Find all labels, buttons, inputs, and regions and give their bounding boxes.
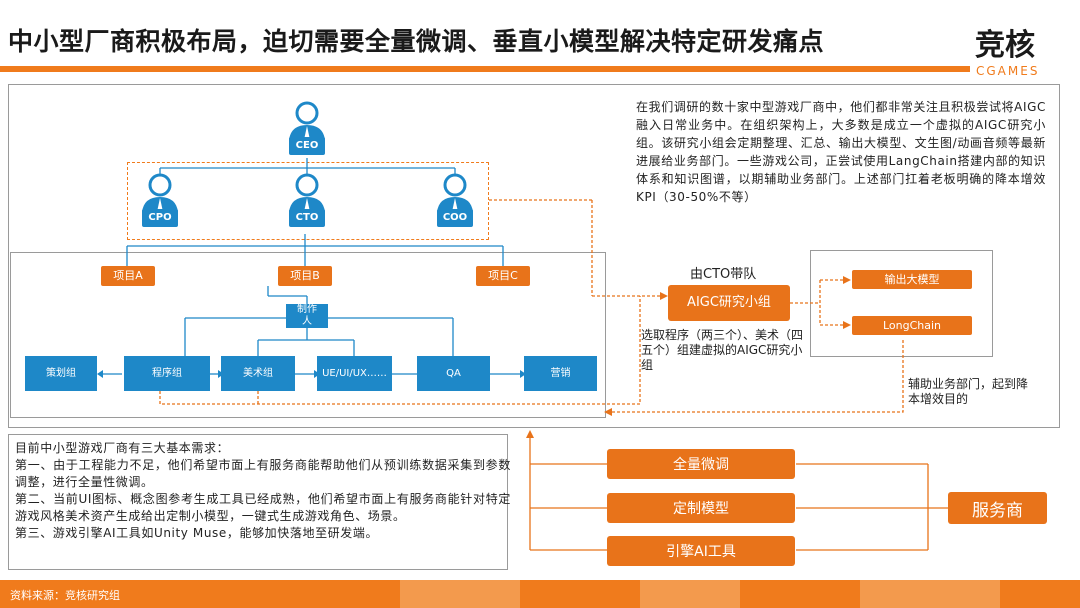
exec-label: CTO: [289, 209, 325, 227]
service-provider: 服务商: [948, 492, 1047, 524]
service-custom-model: 定制模型: [607, 493, 795, 523]
person-icon: [437, 173, 473, 212]
person-icon: [289, 173, 325, 212]
aigc-recruit-note: 选取程序（两三个）、美术（四五个）组建虚拟的AIGC研究小组: [641, 328, 804, 372]
team-programming: 程序组: [124, 356, 210, 391]
service-full-finetune: 全量微调: [607, 449, 795, 479]
research-description: 在我们调研的数十家中型游戏厂商中，他们都非常关注且积极尝试将AIGC融入日常业务…: [636, 100, 1046, 204]
exec-dashed-group: [127, 162, 489, 240]
output-langchain: LongChain: [852, 316, 972, 335]
aigc-assist-note: 辅助业务部门，起到降本增效目的: [908, 377, 1029, 406]
team-ux: UE/UI/UX……: [317, 356, 392, 391]
project-a: 项目A: [101, 266, 155, 286]
page-title: 中小型厂商积极布局，迫切需要全量微调、垂直小模型解决特定研发痛点: [8, 27, 825, 56]
logo-subtitle: CGAMES: [976, 64, 1040, 78]
output-large-model: 输出大模型: [852, 270, 972, 289]
ceo-label: CEO: [289, 137, 325, 155]
source-note: 资料来源：竞核研究组: [10, 589, 120, 602]
service-engine-ai-tools: 引擎AI工具: [607, 536, 795, 566]
exec-node-cpo: CPO: [138, 172, 182, 234]
project-c: 项目C: [476, 266, 530, 286]
need-item: 第二、当前UI图标、概念图参考生成工具已经成熟，他们希望市面上有服务商能针对特定…: [15, 492, 511, 523]
exec-label: CPO: [142, 209, 178, 227]
team-qa: QA: [417, 356, 490, 391]
exec-node-cto: CTO: [285, 172, 329, 234]
person-icon: [289, 101, 325, 140]
header-rule: [0, 66, 970, 72]
aigc-group-node: AIGC研究小组: [668, 285, 790, 321]
needs-intro: 目前中小型游戏厂商有三大基本需求：: [15, 441, 230, 455]
project-frame: [10, 252, 606, 418]
team-marketing: 营销: [524, 356, 597, 391]
team-planning: 策划组: [25, 356, 97, 391]
footer-bar: [0, 580, 1080, 608]
aigc-led-by: 由CTO带队: [690, 267, 757, 282]
diagram-frame: [8, 84, 1060, 428]
project-b: 项目B: [278, 266, 332, 286]
exec-label: COO: [437, 209, 473, 227]
need-item: 第三、游戏引擎AI工具如Unity Muse，能够加快落地至研发端。: [15, 526, 379, 540]
needs-list: 目前中小型游戏厂商有三大基本需求： 第一、由于工程能力不足，他们希望市面上有服务…: [15, 440, 511, 542]
needs-frame: [8, 434, 508, 570]
need-item: 第一、由于工程能力不足，他们希望市面上有服务商能帮助他们从预训练数据采集到参数调…: [15, 458, 511, 489]
person-icon: [142, 173, 178, 212]
logo: 竞核: [975, 28, 1035, 63]
exec-node-coo: COO: [433, 172, 477, 234]
producer-node: 制作人: [286, 304, 328, 328]
ceo-node: CEO: [285, 100, 329, 162]
team-art: 美术组: [221, 356, 295, 391]
